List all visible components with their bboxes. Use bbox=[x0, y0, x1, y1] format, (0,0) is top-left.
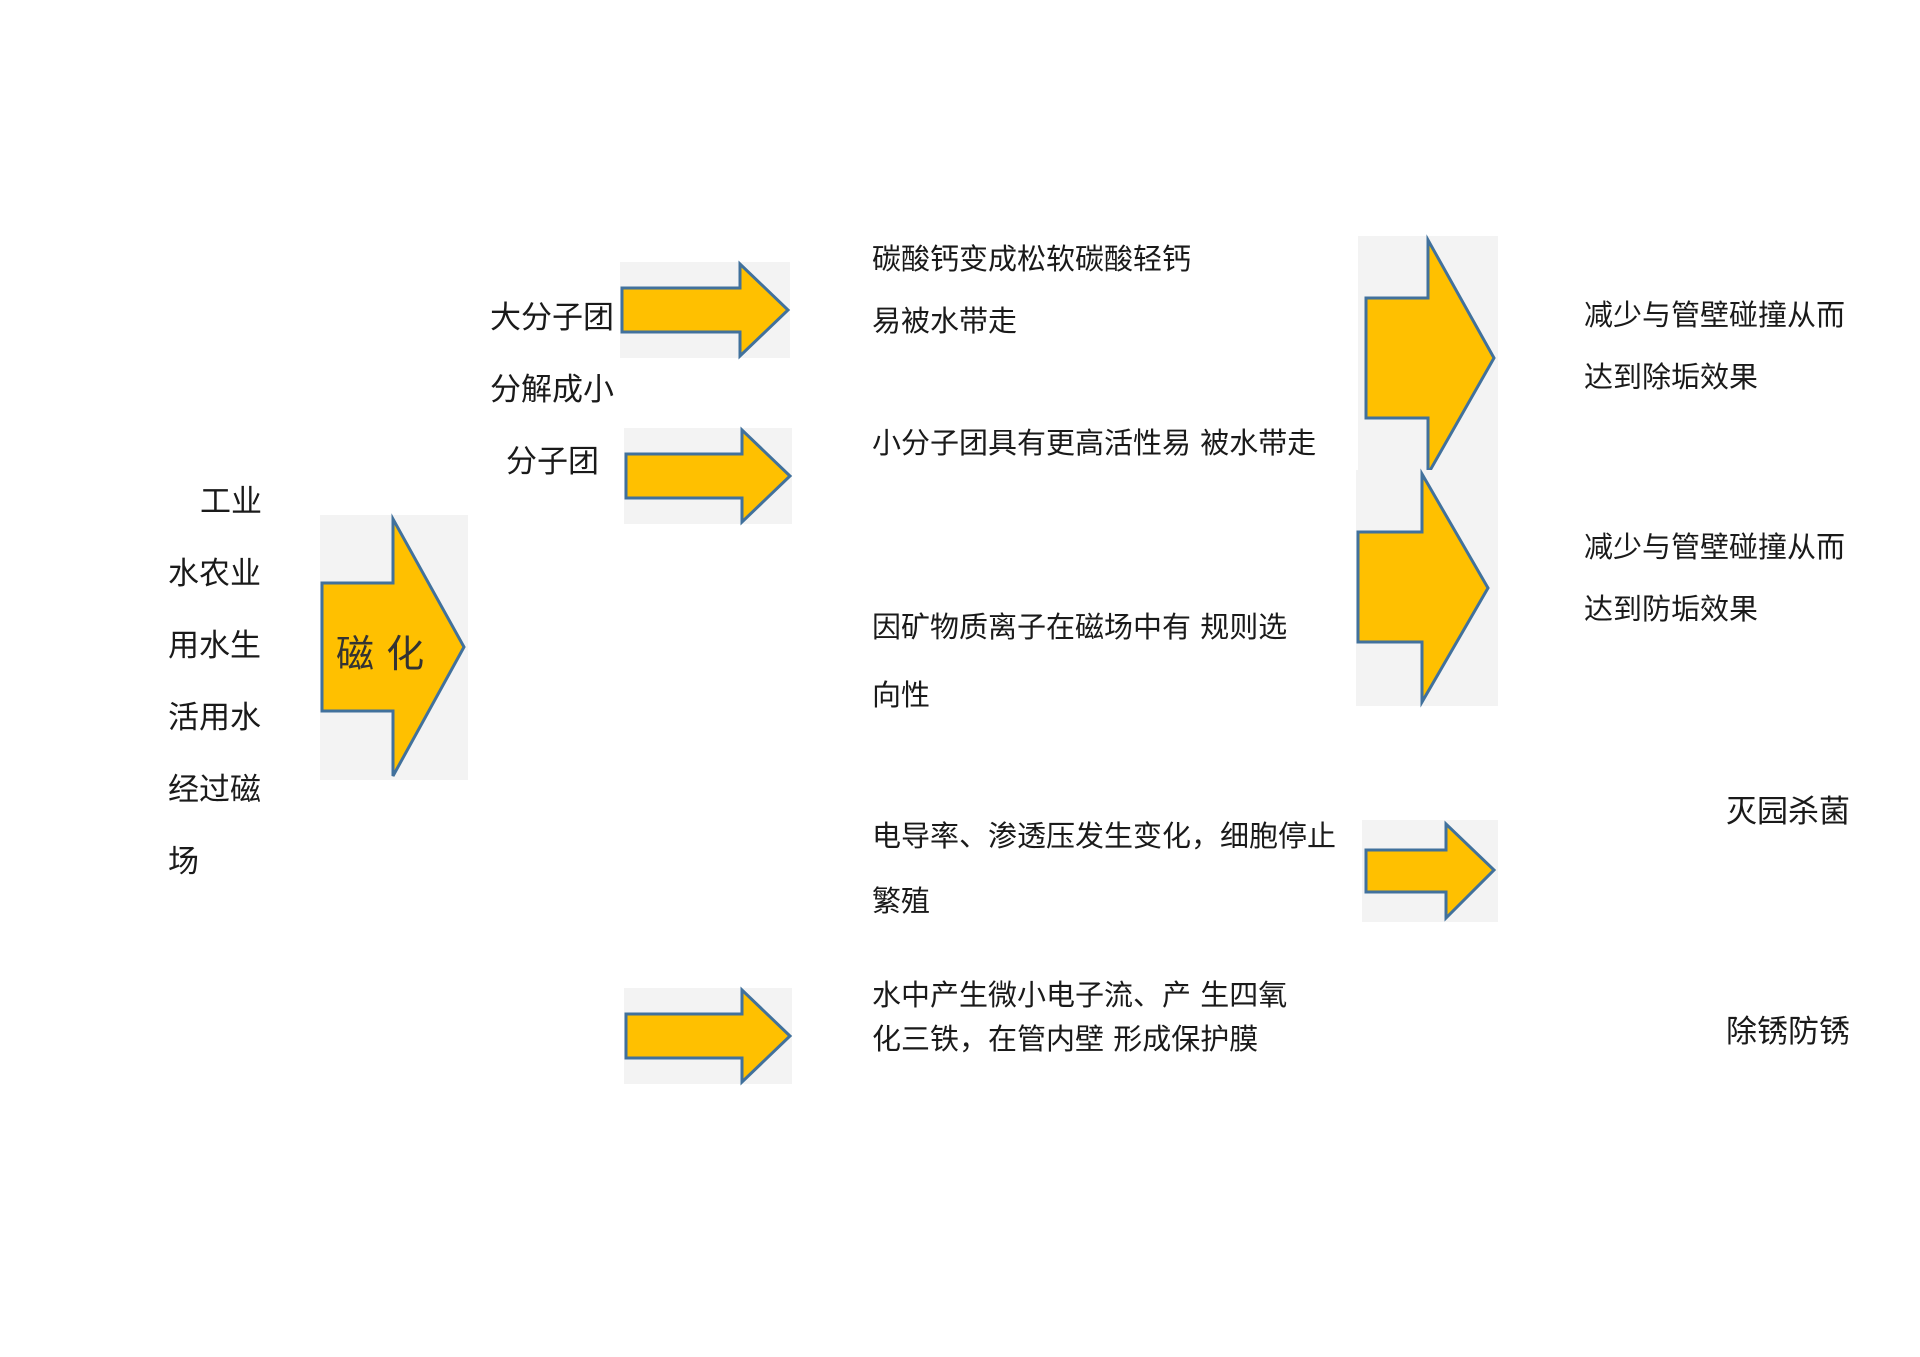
arrow-1 bbox=[620, 260, 791, 360]
effect-5-line-2: 化三铁，在管内壁 形成保护膜 bbox=[872, 1022, 1259, 1056]
molecule-line: 分解成小 bbox=[490, 372, 614, 408]
water-source-line: 活用水 bbox=[168, 700, 261, 736]
arrow-6 bbox=[1362, 820, 1498, 922]
arrow-4 bbox=[1358, 234, 1498, 480]
magnetize-arrow: 磁 化 bbox=[320, 513, 468, 780]
arrow-2 bbox=[624, 426, 793, 526]
effect-1-line-1: 碳酸钙变成松软碳酸轻钙 bbox=[872, 242, 1192, 276]
result-2-line-1: 减少与管壁碰撞从而 bbox=[1584, 530, 1846, 564]
result-2-line-2: 达到防垢效果 bbox=[1584, 592, 1759, 626]
effect-3-line-2: 向性 bbox=[872, 678, 931, 712]
molecule-line: 分子团 bbox=[506, 444, 599, 480]
arrow-1-shape bbox=[620, 260, 791, 360]
result-3: 灭园杀菌 bbox=[1726, 794, 1850, 830]
arrow-5 bbox=[1356, 468, 1498, 708]
effect-5-line-1: 水中产生微小电子流、产 生四氧 bbox=[872, 978, 1288, 1012]
arrow-5-shape bbox=[1356, 468, 1490, 708]
effect-4-line-2: 繁殖 bbox=[872, 884, 931, 918]
effect-3-line-1: 因矿物质离子在磁场中有 规则选 bbox=[872, 610, 1288, 644]
result-4: 除锈防锈 bbox=[1726, 1014, 1850, 1050]
arrow-6-shape bbox=[1364, 820, 1497, 922]
effect-4-line-1: 电导率、渗透压发生变化，细胞停止 bbox=[872, 819, 1337, 853]
arrow-3 bbox=[624, 986, 793, 1086]
result-1-line-1: 减少与管壁碰撞从而 bbox=[1584, 298, 1846, 332]
magnetize-label: 磁 化 bbox=[336, 632, 425, 676]
arrow-4-shape bbox=[1364, 234, 1496, 480]
arrow-2-shape bbox=[624, 426, 793, 526]
result-1-line-2: 达到除垢效果 bbox=[1584, 360, 1759, 394]
water-source-line: 场 bbox=[168, 844, 199, 880]
arrow-3-shape bbox=[624, 986, 793, 1086]
molecule-text: 大分子团 分解成小 分子团 bbox=[490, 282, 630, 498]
effect-1-line-2: 易被水带走 bbox=[872, 304, 1018, 338]
magnetize-arrow-shape bbox=[320, 513, 466, 777]
water-source-line: 工业 bbox=[200, 484, 262, 520]
water-source-line: 用水生 bbox=[168, 628, 261, 664]
water-source-line: 水农业 bbox=[168, 556, 261, 592]
water-source-line: 经过磁 bbox=[168, 772, 261, 808]
effect-2: 小分子团具有更高活性易 被水带走 bbox=[872, 426, 1317, 460]
water-source-text: 工业 水农业 用水生 活用水 经过磁 场 bbox=[168, 466, 278, 898]
molecule-line: 大分子团 bbox=[490, 300, 614, 336]
